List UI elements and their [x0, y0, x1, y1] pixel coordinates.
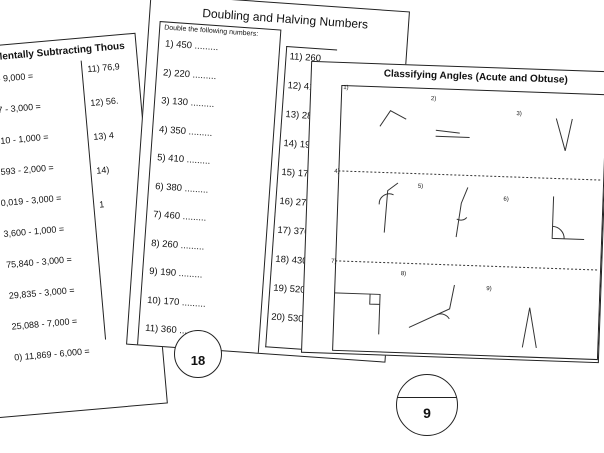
angles-page-number: 9 [423, 405, 431, 421]
angle-label: 7) [331, 258, 337, 265]
subtraction-problem: 25,088 - 7,000 = [11, 315, 78, 332]
subtraction-problem: 2 - 9,000 = [0, 70, 34, 85]
angle-label: 2) [430, 96, 437, 103]
angle-8 [408, 284, 455, 328]
angles-labels: 1) 2) 3) 4) 5) 6) 7) 8) 9) [302, 62, 604, 362]
doubling-instruction: Double the following numbers: [163, 24, 259, 38]
doubling-problem: 1) 450 ......... [164, 38, 219, 54]
doubling-problem: 9) 190 ......... [148, 265, 203, 281]
doubling-problem-right: 18) 430 [274, 253, 308, 267]
angle-label: 3) [516, 111, 522, 118]
doubling-problem: 8) 260 ......... [150, 237, 205, 253]
angle-label: 8) [400, 271, 407, 278]
subtraction-problem: 75,840 - 3,000 = [5, 254, 73, 270]
doubling-problem: 6) 380 ......... [154, 180, 209, 196]
angles-circle-line [397, 397, 457, 398]
angles-diagrams [334, 110, 603, 349]
doubling-page-number-circle: 18 [174, 330, 222, 378]
doubling-page-number: 18 [190, 353, 206, 368]
angles-worksheet: Classifying Angles (Acute and Obtuse) [300, 60, 604, 364]
angles-page-number-circle: 9 [396, 374, 458, 436]
angle-label: 6) [503, 196, 509, 203]
doubling-left-box: Double the following numbers: 1) 450 ...… [134, 21, 282, 363]
angle-6 [551, 196, 585, 241]
doubling-problem: 7) 460 ......... [152, 209, 207, 224]
angle-9 [521, 307, 537, 349]
doubling-problem: 10) 170 ......... [146, 294, 207, 310]
subtraction-problem-right: 14) [95, 164, 110, 176]
angle-label: 5) [417, 183, 424, 190]
angle-7 [334, 292, 381, 335]
doubling-problem: 4) 350 ......... [158, 123, 213, 139]
subtraction-problem-right: 12) 56. [89, 95, 119, 108]
doubling-problem: 3) 130 ......... [160, 95, 215, 111]
doubling-problem-right: 20) 530 [270, 311, 304, 325]
subtraction-problem: 0,019 - 3,000 = [0, 192, 62, 209]
doubling-problem: 5) 410 ......... [156, 152, 211, 167]
subtraction-title: Mentally Subtracting Thous [0, 40, 126, 64]
angle-2 [435, 129, 460, 134]
angle-label: 1) [343, 85, 349, 92]
subtraction-problem: 29,835 - 3,000 = [8, 285, 75, 301]
angle-1 [379, 110, 407, 127]
doubling-problem: 2) 220 ......... [162, 66, 217, 82]
subtraction-problem: 310 - 1,000 = [0, 131, 49, 147]
subtraction-problem-right: 11) 76,9 [86, 61, 121, 75]
doubling-left-column: 1) 450 ......... 2) 220 ......... 3) 130 .… [142, 39, 277, 363]
doubling-problem-right: 19) 520 [272, 282, 306, 296]
subtraction-problem: 0) 11,869 - 6,000 = [13, 345, 91, 363]
subtraction-problem: ,593 - 2,000 = [0, 162, 55, 178]
subtraction-problem-right: 13) 4 [92, 130, 115, 142]
subtraction-problem: 57 - 3,000 = [0, 101, 42, 116]
subtraction-problem-right: 1 [98, 199, 105, 210]
angle-4 [383, 182, 399, 233]
angle-label: 9) [486, 286, 492, 293]
angle-5 [455, 187, 469, 238]
angle-3 [555, 118, 573, 151]
angle-label: 4) [334, 168, 340, 175]
subtraction-problem: 3,600 - 1,000 = [3, 223, 65, 240]
